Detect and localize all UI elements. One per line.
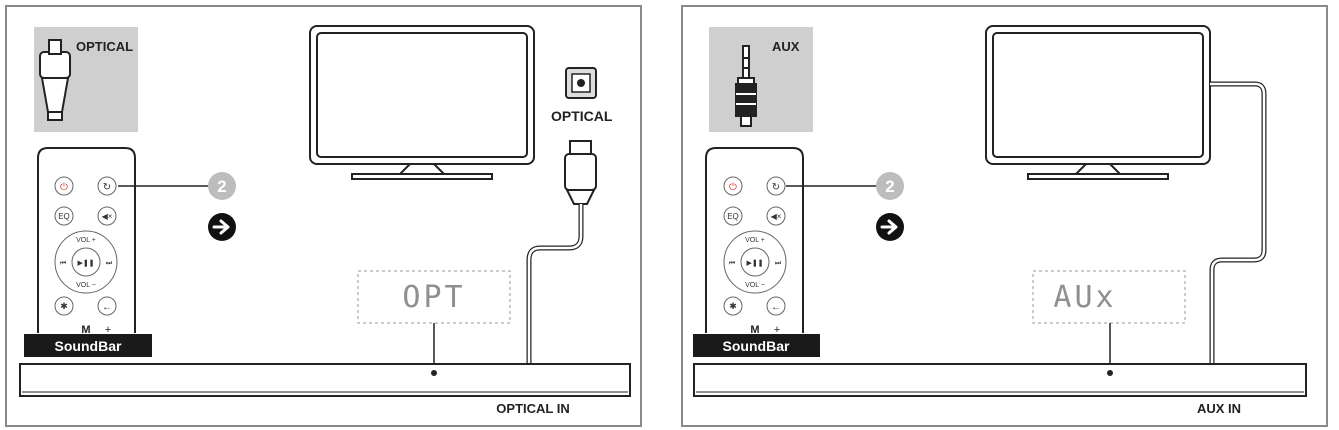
step-badge bbox=[208, 172, 236, 200]
vol-up-label: VOL + bbox=[76, 237, 96, 244]
play-pause-button[interactable] bbox=[71, 247, 101, 277]
mute-icon: ◀× bbox=[771, 212, 782, 221]
next-icon: ⏭ bbox=[106, 260, 113, 267]
display-point bbox=[431, 370, 437, 376]
optical-connector-box: OPTICAL bbox=[34, 27, 138, 132]
mode-label: M bbox=[750, 324, 759, 336]
settings-button[interactable] bbox=[723, 296, 743, 316]
step-badge bbox=[876, 172, 904, 200]
aux-jack-icon bbox=[735, 45, 757, 127]
power-button[interactable] bbox=[54, 176, 74, 196]
panel-aux: AUX bbox=[681, 5, 1328, 427]
display-window bbox=[1032, 270, 1186, 324]
power-icon: ⏻ bbox=[60, 182, 68, 193]
vol-down-label: VOL − bbox=[76, 282, 96, 289]
mute-button[interactable] bbox=[97, 206, 117, 226]
play-pause-button[interactable] bbox=[740, 247, 770, 277]
plus-label: + bbox=[105, 324, 111, 336]
aux-cable bbox=[1209, 81, 1267, 364]
plus-label: + bbox=[774, 324, 780, 336]
arrow-right-icon bbox=[876, 213, 904, 241]
remote-control: ⏻ ↻ EQ ◀× ▶❚❚ VOL + VOL − ⏮ ⏭ ✱ ← M + So… bbox=[24, 147, 152, 357]
soundbar bbox=[693, 363, 1307, 397]
back-arrow-icon: ← bbox=[102, 302, 112, 313]
display-text: AUx bbox=[1053, 280, 1116, 315]
display-window bbox=[357, 270, 511, 324]
power-icon: ⏻ bbox=[729, 182, 737, 193]
gear-icon: ✱ bbox=[60, 301, 68, 311]
prev-icon: ⏮ bbox=[729, 260, 735, 267]
gear-icon: ✱ bbox=[729, 301, 737, 311]
connector-label: AUX bbox=[772, 39, 800, 54]
eq-label: EQ bbox=[58, 212, 70, 221]
back-button[interactable] bbox=[97, 296, 117, 316]
tv-icon bbox=[985, 25, 1211, 180]
back-arrow-icon: ← bbox=[771, 302, 781, 313]
optical-port-icon bbox=[565, 67, 597, 99]
vol-down-label: VOL − bbox=[745, 282, 765, 289]
mute-icon: ◀× bbox=[102, 212, 113, 221]
optical-plug-icon bbox=[39, 39, 71, 121]
source-icon: ↻ bbox=[103, 182, 111, 193]
remote-control: ⏻ ↻ EQ ◀× ▶❚❚ VOL + VOL − ⏮ ⏭ ✱ ← M + So… bbox=[693, 147, 820, 357]
settings-button[interactable] bbox=[54, 296, 74, 316]
brand-banner bbox=[693, 334, 820, 357]
power-button[interactable] bbox=[723, 176, 743, 196]
arrow-right-icon bbox=[208, 213, 236, 241]
tv-port-label: OPTICAL bbox=[551, 108, 613, 124]
prev-icon: ⏮ bbox=[60, 260, 66, 267]
source-icon: ↻ bbox=[772, 182, 780, 193]
back-button[interactable] bbox=[766, 296, 786, 316]
mute-button[interactable] bbox=[766, 206, 786, 226]
connector-background bbox=[709, 27, 813, 132]
input-label: AUX IN bbox=[1197, 401, 1241, 416]
source-button[interactable] bbox=[97, 176, 117, 196]
display-text: OPT bbox=[402, 280, 465, 315]
step-number: 2 bbox=[885, 177, 894, 196]
tv-icon bbox=[309, 25, 535, 180]
panel-optical: OPTICAL OPTICAL bbox=[5, 5, 642, 427]
source-button[interactable] bbox=[766, 176, 786, 196]
input-label: OPTICAL IN bbox=[496, 401, 569, 416]
optical-cable bbox=[526, 140, 597, 364]
aux-connector-box: AUX bbox=[709, 27, 813, 132]
brand-label: SoundBar bbox=[55, 338, 122, 354]
brand-banner bbox=[24, 334, 152, 357]
eq-button[interactable] bbox=[723, 206, 743, 226]
play-pause-icon: ▶❚❚ bbox=[77, 259, 94, 267]
vol-up-label: VOL + bbox=[745, 237, 765, 244]
connector-label: OPTICAL bbox=[76, 39, 133, 54]
mode-label: M bbox=[81, 324, 90, 336]
next-icon: ⏭ bbox=[775, 260, 782, 267]
display-point bbox=[1107, 370, 1113, 376]
play-pause-icon: ▶❚❚ bbox=[746, 259, 763, 267]
brand-label: SoundBar bbox=[723, 338, 790, 354]
eq-label: EQ bbox=[727, 212, 739, 221]
eq-button[interactable] bbox=[54, 206, 74, 226]
step-number: 2 bbox=[217, 177, 226, 196]
soundbar bbox=[19, 363, 631, 397]
